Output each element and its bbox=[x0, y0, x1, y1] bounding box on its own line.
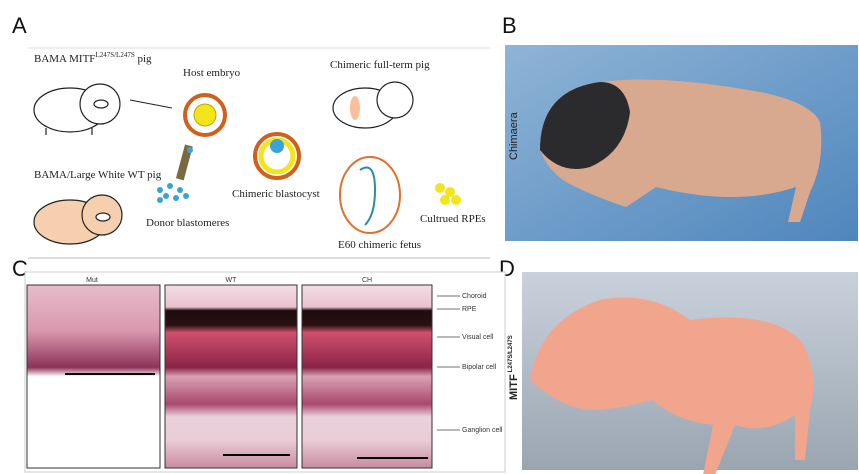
layer-label-ganglion-cell: Ganglion cell bbox=[462, 427, 503, 434]
wt-pig-label: BAMA/Large White WT pig bbox=[34, 169, 162, 181]
mut-section-image bbox=[26, 284, 161, 469]
fetus-icon bbox=[339, 156, 401, 234]
arrow-icon bbox=[129, 99, 173, 109]
host-embryo-icon bbox=[183, 93, 227, 137]
panel-label-b: B bbox=[502, 13, 517, 38]
chimeric-pig-icon bbox=[332, 81, 414, 129]
panel-a-schematic: BAMA MITFL247S/L247S pig Host embryo BAM… bbox=[28, 47, 490, 259]
wt-section-image bbox=[164, 284, 298, 469]
layer-label-bipolar-cell: Bipolar cell bbox=[462, 364, 497, 371]
mutant-pig-icon bbox=[33, 83, 121, 135]
mitf-genotype-label: MITFL247S/L247S bbox=[508, 335, 520, 400]
panel-c-histology: Mut WT CH Choroid RPE Visual cell Bipola… bbox=[24, 271, 506, 473]
column-label-wt: WT bbox=[226, 277, 238, 284]
mutant-pig-label: BAMA MITFL247S/L247S pig bbox=[34, 51, 152, 65]
layer-label-visual-cell: Visual cell bbox=[462, 334, 494, 341]
ch-section-image bbox=[301, 284, 433, 469]
panel-label-a: A bbox=[12, 13, 27, 38]
layer-label-choroid: Choroid bbox=[462, 293, 487, 300]
chimaera-label: Chimaera bbox=[508, 111, 520, 160]
blastocyst-icon bbox=[253, 132, 301, 180]
rpe-label: Cultrued RPEs bbox=[420, 213, 486, 225]
panel-b-photo: Chimaera bbox=[505, 45, 858, 241]
panel-d-photo: MITFL247S/L247S bbox=[508, 272, 858, 474]
wt-pig-icon bbox=[33, 194, 123, 245]
host-embryo-label: Host embryo bbox=[183, 67, 241, 79]
pipette-icon bbox=[175, 144, 193, 181]
column-label-mut: Mut bbox=[86, 277, 98, 284]
rpe-cells-icon bbox=[435, 183, 461, 205]
donor-blastomeres-label: Donor blastomeres bbox=[146, 217, 229, 229]
full-term-label: Chimeric full-term pig bbox=[330, 59, 430, 71]
panel-label-c: C bbox=[12, 256, 28, 281]
donor-blastomeres-icon bbox=[157, 183, 189, 203]
blastocyst-label: Chimeric blastocyst bbox=[232, 188, 320, 200]
layer-label-rpe: RPE bbox=[462, 306, 477, 313]
fetus-label: E60 chimeric fetus bbox=[338, 239, 421, 251]
column-label-ch: CH bbox=[362, 277, 372, 284]
